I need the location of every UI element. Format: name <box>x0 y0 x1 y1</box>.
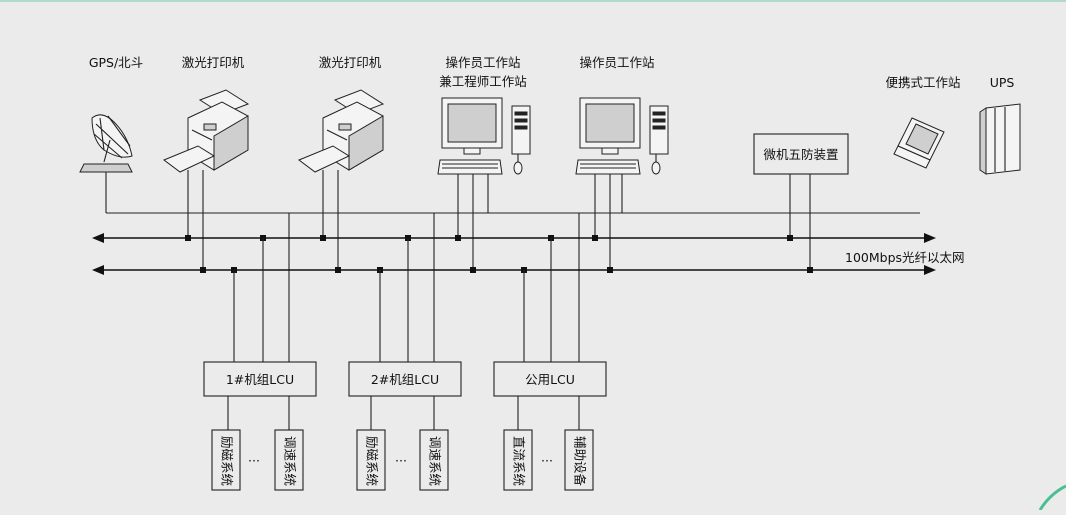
corner-arc-decoration <box>1038 484 1066 511</box>
device-connections <box>187 170 811 270</box>
lcu-unit2-sub2 <box>419 429 449 491</box>
gps-clock-line <box>105 172 920 370</box>
lcu-unit1 <box>203 361 317 397</box>
lcu-common <box>493 361 607 397</box>
lcu-unit2-sub1-label: 励磁系统 <box>365 436 380 486</box>
satellite-dish-icon <box>79 114 133 173</box>
lcu-unit2 <box>348 361 462 397</box>
printer1-label: 激光打印机 <box>182 55 245 70</box>
computer-workstation-icon <box>437 97 531 175</box>
laptop-icon <box>893 117 945 169</box>
lcu-common-label: 公用LCU <box>525 372 575 387</box>
workstation1-label-line2: 兼工程师工作站 <box>439 74 527 89</box>
workstation2-label: 操作员工作站 <box>579 55 654 70</box>
computer-workstation-icon <box>575 97 669 175</box>
ups-label: UPS <box>990 75 1015 90</box>
lcu-unit2-label: 2#机组LCU <box>371 372 439 387</box>
anti-misoperation-label: 微机五防装置 <box>763 147 838 162</box>
ellipsis: ··· <box>541 453 553 468</box>
lcu-common-sub2 <box>564 429 594 491</box>
lcu-unit1-sub1-label: 励磁系统 <box>220 436 235 486</box>
lcu-common-sub1 <box>503 429 533 491</box>
printer2-label: 激光打印机 <box>319 55 382 70</box>
lcu-unit1-label: 1#机组LCU <box>226 372 294 387</box>
portable-label: 便携式工作站 <box>885 75 960 90</box>
lcu-connections <box>233 238 552 362</box>
lcu-unit2-sub1 <box>356 429 386 491</box>
bus-junctions <box>185 235 813 273</box>
ellipsis: ··· <box>395 453 407 468</box>
anti-misoperation-device <box>753 133 849 175</box>
ellipsis: ··· <box>248 453 260 468</box>
gps-label: GPS/北斗 <box>89 55 143 70</box>
laser-printer-icon <box>297 89 385 173</box>
network-label: 100Mbps光纤以太网 <box>845 250 965 265</box>
workstation1-label-line1: 操作员工作站 <box>445 55 520 70</box>
lcu-common-sub1-label: 直流系统 <box>512 436 527 486</box>
ups-cabinet-icon <box>979 103 1021 175</box>
lcu-unit1-sub2 <box>274 429 304 491</box>
lcu-unit1-sub1 <box>211 429 241 491</box>
lcu-common-sub2-label: 辅助设备 <box>573 436 588 487</box>
lcu-unit2-sub2-label: 调速系统 <box>428 436 443 486</box>
lcu-unit1-sub2-label: 调速系统 <box>283 436 298 486</box>
ethernet-bus-a <box>92 233 936 243</box>
laser-printer-icon <box>162 89 250 173</box>
